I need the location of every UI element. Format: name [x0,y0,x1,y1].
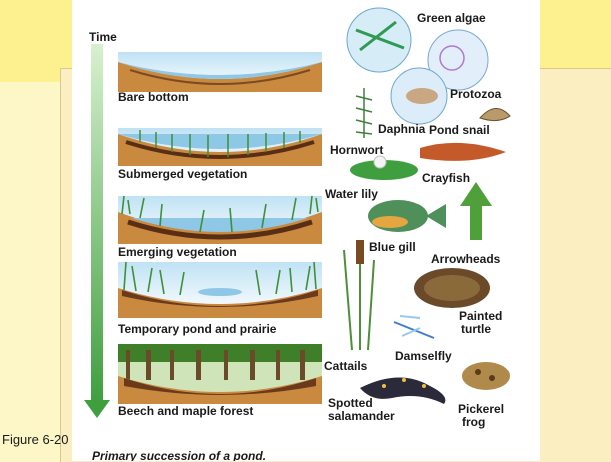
succession-figure: Time Bare bottom Submerged vegetation Em… [72,0,540,461]
label-cattails: Cattails [324,360,367,373]
figure-number-label: Figure 6-20 [2,432,68,447]
time-arrow [84,44,110,418]
stage-submerged-vegetation-panel [118,128,322,168]
label-blue-gill: Blue gill [369,241,416,254]
spotted-salamander-illustration [360,377,445,404]
stage-forest-panel [118,344,322,404]
time-axis-label: Time [89,30,117,44]
stage-temporary-pond-panel [118,262,322,318]
stage-bare-bottom-panel [118,52,322,92]
label-pond-snail: Pond snail [429,124,490,137]
label-turtle: turtle [461,323,491,336]
stage-label-submerged-vegetation: Submerged vegetation [118,167,247,181]
arrowheads-illustration [460,182,492,240]
label-frog: frog [462,416,485,429]
pond-snail-illustration [480,108,510,120]
crayfish-illustration [420,143,506,161]
label-arrowheads: Arrowheads [431,253,500,266]
water-lily-illustration [350,156,418,180]
figure-caption: Primary succession of a pond. [92,449,266,461]
label-protozoa: Protozoa [450,88,501,101]
stage-label-bare-bottom: Bare bottom [118,90,189,104]
blue-gill-illustration [368,200,446,232]
label-hornwort: Hornwort [330,144,383,157]
stage-emerging-vegetation-panel [118,196,322,244]
stage-label-emerging-vegetation: Emerging vegetation [118,245,237,259]
hornwort-illustration [356,88,372,138]
green-algae-illustration [347,8,411,72]
stage-label-temporary-pond: Temporary pond and prairie [118,322,276,336]
painted-turtle-illustration [414,268,490,308]
label-water-lily: Water lily [325,188,378,201]
label-salamander: salamander [328,410,395,423]
daphnia-illustration [391,68,447,124]
pickerel-frog-illustration [462,362,510,390]
cattails-illustration [344,240,374,350]
figure-artwork [72,0,540,461]
label-crayfish: Crayfish [422,172,470,185]
label-damselfly: Damselfly [395,350,452,363]
label-green-algae: Green algae [417,12,486,25]
damselfly-illustration [394,316,434,338]
stage-label-forest: Beech and maple forest [118,404,253,418]
label-daphnia: Daphnia [378,123,425,136]
